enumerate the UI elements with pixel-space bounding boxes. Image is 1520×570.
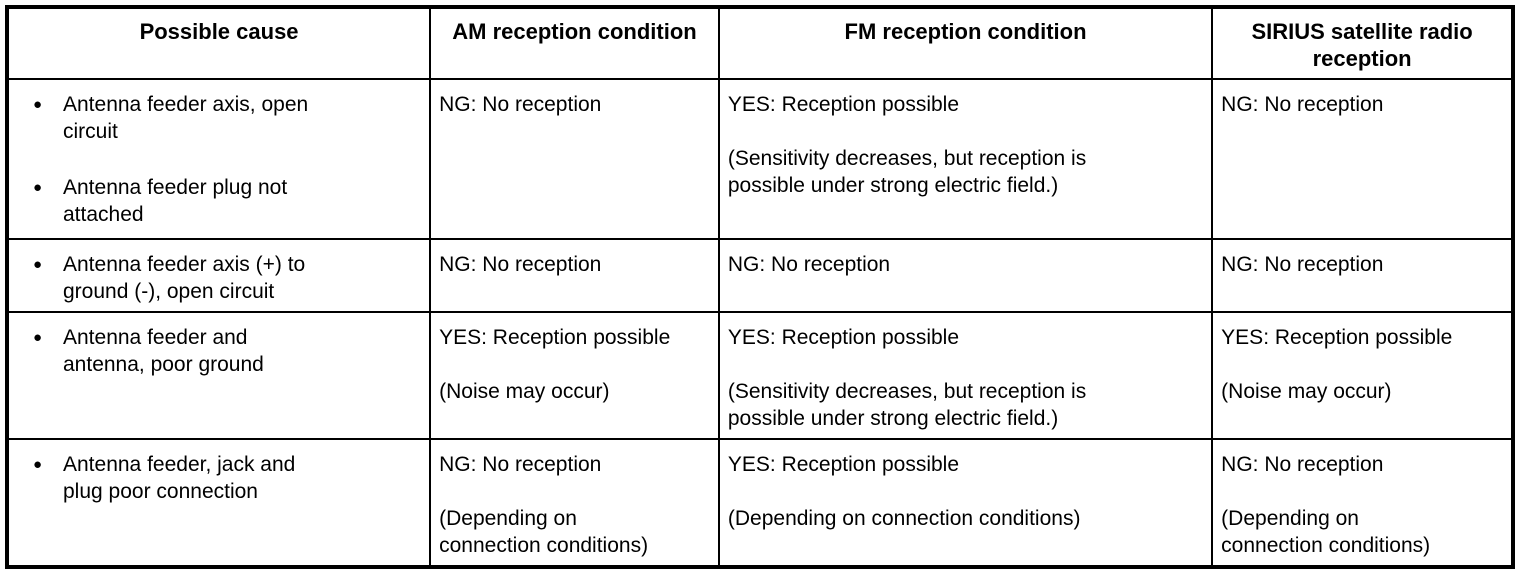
header-row: Possible cause AM reception condition FM… xyxy=(5,6,1514,80)
header-possible-cause: Possible cause xyxy=(5,6,432,80)
condition-text: (Sensitivity decreases, but reception is… xyxy=(727,147,1087,197)
cause-cell: ● Antenna feeder, jack and plug poor conn… xyxy=(5,438,432,568)
cause-cell: ● Antenna feeder axis, open circuit ● Anten… xyxy=(5,78,432,240)
fm-condition-cell: YES: Reception possible (Sensitivity decr… xyxy=(717,78,1214,240)
sirius-condition-cell: NG: No reception xyxy=(1211,78,1514,240)
condition-text: YES: Reception possible xyxy=(727,93,960,116)
fm-condition-cell: YES: Reception possible (Sensitivity decr… xyxy=(717,311,1214,440)
condition-text: (Noise may occur) xyxy=(1221,380,1392,403)
bullet-icon: ● xyxy=(33,96,43,113)
table-header: Possible cause AM reception condition FM… xyxy=(5,6,1514,80)
condition-text: YES: Reception possible xyxy=(439,326,671,349)
bullet-icon: ● xyxy=(33,456,43,473)
condition-text: (Sensitivity decreases, but reception is… xyxy=(727,380,1087,430)
condition-text: (Depending on connection conditions) xyxy=(727,507,1081,530)
cause-cell: ● Antenna feeder axis (+) to ground (-), … xyxy=(5,238,432,313)
table-row: ● Antenna feeder and antenna, poor ground… xyxy=(5,311,1514,440)
header-am-reception: AM reception condition xyxy=(429,6,720,80)
sirius-condition-cell: NG: No reception (Depending on connection… xyxy=(1211,438,1514,568)
condition-text: YES: Reception possible xyxy=(1221,326,1453,349)
condition-text: (Depending on connection conditions) xyxy=(439,507,649,557)
condition-text: NG: No reception xyxy=(439,453,602,476)
am-condition-cell: NG: No reception xyxy=(429,78,720,240)
cause-bullet-item: ● Antenna feeder axis (+) to ground (-), … xyxy=(33,251,423,305)
condition-text: (Noise may occur) xyxy=(439,380,610,403)
cause-bullet-item: ● Antenna feeder axis, open circuit xyxy=(33,91,423,145)
condition-text: NG: No reception xyxy=(439,93,602,116)
cause-bullet-item: ● Antenna feeder, jack and plug poor conn… xyxy=(33,451,423,505)
cause-text: Antenna feeder axis, open circuit xyxy=(63,93,309,143)
condition-text: NG: No reception xyxy=(1221,253,1384,276)
fm-condition-cell: YES: Reception possible (Depending on con… xyxy=(717,438,1214,568)
cause-text: Antenna feeder plug not attached xyxy=(63,176,288,226)
bullet-icon: ● xyxy=(33,256,43,273)
table-row: ● Antenna feeder axis, open circuit ● Anten… xyxy=(5,78,1514,240)
am-condition-cell: NG: No reception (Depending on connection… xyxy=(429,438,720,568)
condition-text: NG: No reception xyxy=(727,253,891,276)
condition-text: NG: No reception xyxy=(1221,93,1384,116)
fm-condition-cell: NG: No reception xyxy=(717,238,1214,313)
table-body: ● Antenna feeder axis, open circuit ● Anten… xyxy=(5,78,1514,568)
header-sirius-reception: SIRIUS satellite radio reception xyxy=(1211,6,1514,80)
am-condition-cell: YES: Reception possible (Noise may occur) xyxy=(429,311,720,440)
condition-text: NG: No reception xyxy=(1221,453,1384,476)
cause-text: Antenna feeder, jack and plug poor conne… xyxy=(63,453,296,503)
cause-cell: ● Antenna feeder and antenna, poor ground xyxy=(5,311,432,440)
condition-text: NG: No reception xyxy=(439,253,602,276)
bullet-icon: ● xyxy=(33,329,43,346)
condition-text: (Depending on connection conditions) xyxy=(1221,507,1431,557)
table-row: ● Antenna feeder axis (+) to ground (-), … xyxy=(5,238,1514,313)
condition-text: YES: Reception possible xyxy=(727,453,960,476)
table-row: ● Antenna feeder, jack and plug poor conn… xyxy=(5,438,1514,568)
sirius-condition-cell: YES: Reception possible (Noise may occur) xyxy=(1211,311,1514,440)
cause-text: Antenna feeder axis (+) to ground (-), o… xyxy=(63,253,306,303)
cause-text: Antenna feeder and antenna, poor ground xyxy=(63,326,264,376)
sirius-condition-cell: NG: No reception xyxy=(1211,238,1514,313)
condition-text: YES: Reception possible xyxy=(727,326,960,349)
header-fm-reception: FM reception condition xyxy=(717,6,1214,80)
am-condition-cell: NG: No reception xyxy=(429,238,720,313)
bullet-icon: ● xyxy=(33,179,43,196)
cause-bullet-item: ● Antenna feeder and antenna, poor ground xyxy=(33,324,423,378)
cause-bullet-item: ● Antenna feeder plug not attached xyxy=(33,174,423,228)
reception-condition-table: Possible cause AM reception condition FM… xyxy=(5,5,1515,569)
